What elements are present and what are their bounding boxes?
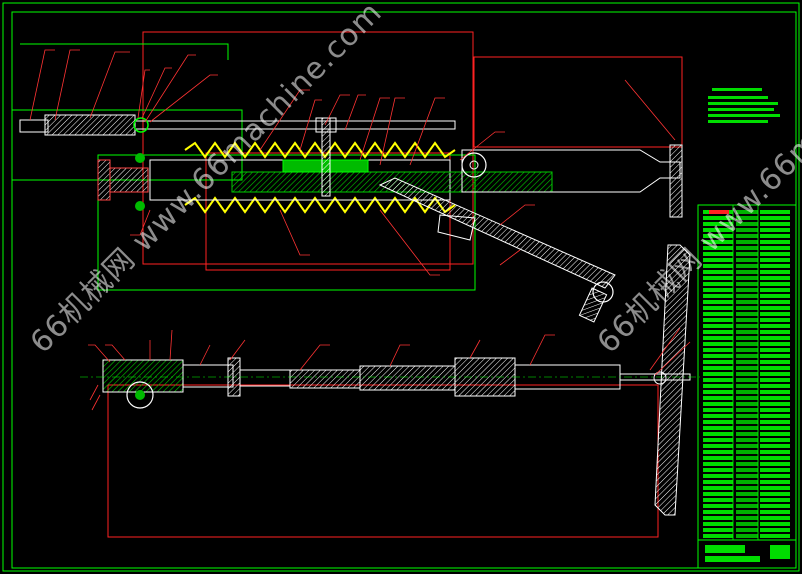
bearing-left-top (135, 153, 145, 163)
dimension-box-right (473, 56, 683, 148)
inclined-plate (654, 244, 691, 516)
dimension-box-large (142, 31, 474, 265)
rod-section-2 (289, 369, 361, 389)
bellows-top (184, 141, 456, 159)
gear-hub (469, 160, 479, 170)
coupling (182, 364, 234, 388)
title-block (697, 539, 797, 569)
rod-section-3 (359, 365, 456, 391)
flange-left (97, 159, 111, 201)
plate-hub (653, 371, 667, 385)
bellows-bottom (184, 196, 456, 214)
top-section-view (11, 31, 780, 323)
bottom-elevation-view (80, 244, 700, 538)
parts-list-table (697, 204, 797, 569)
link-end-plate (669, 144, 683, 218)
inclined-arm-sleeve (437, 214, 476, 241)
tech-notes (708, 88, 780, 123)
clamp-ball (126, 381, 154, 409)
pin-joint (133, 117, 149, 133)
vertical-bolt (321, 117, 331, 197)
piston-rod (134, 120, 456, 130)
bearing-left-bottom (135, 201, 145, 211)
flange-hub (109, 167, 149, 193)
rod-section-1 (239, 369, 291, 387)
arm-clamp (578, 287, 608, 323)
bolt-nut (315, 117, 337, 133)
clamp-ball-core (135, 390, 145, 400)
clamp-body (102, 359, 184, 393)
bottom-dimension-box (107, 384, 659, 538)
envelope-top (20, 43, 229, 60)
cylinder-rod (19, 119, 49, 133)
inclined-arm (378, 177, 616, 289)
